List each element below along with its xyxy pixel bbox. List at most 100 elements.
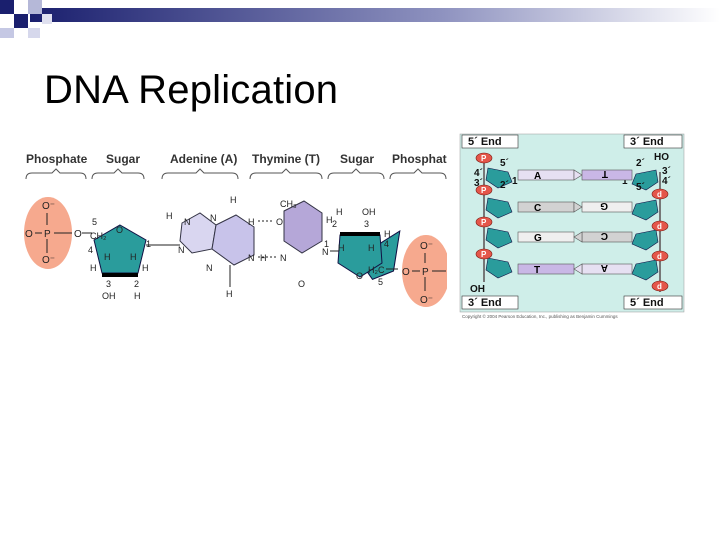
left-num-5: 5´ — [500, 158, 509, 169]
right-num-5: 5´ — [636, 182, 645, 193]
phosphate-left-o: O — [25, 229, 33, 240]
adenine-n-1: N — [184, 217, 191, 227]
sugar-right-h-c: H — [368, 243, 375, 253]
phosphate-right-p: P — [422, 267, 429, 278]
sugar-right-h-b: H — [338, 243, 345, 253]
base-pairs: A T C G G C T A — [517, 168, 633, 276]
base-pair-1: A T — [517, 168, 633, 182]
sugar-left-h2: H — [130, 252, 137, 262]
phosphate-right-top-o: O⁻ — [420, 241, 433, 252]
gradient-bar — [30, 8, 720, 22]
phosphate-right-bottom-o: O⁻ — [420, 295, 433, 306]
adenine-n-4: N — [206, 263, 213, 273]
sugar-left-h-low: H — [134, 291, 141, 301]
sugar-left-c2: 2 — [134, 279, 139, 289]
pair-1-left-base: A — [534, 171, 541, 182]
sugar-right-h2c: H₂C — [368, 265, 385, 275]
pair-1-right-base: T — [602, 168, 608, 179]
sugar-right-c5: 5 — [378, 277, 383, 287]
sugar-right-c2: 2 — [332, 219, 337, 229]
sugar-right-h-d: H — [384, 229, 391, 239]
label-5-end-bottom: 5´ End — [630, 297, 664, 309]
left-num-2: 2´ — [500, 180, 509, 191]
left-backbone: P P P P 4´ 5´ 3´ 2´ 1´ OH — [470, 152, 521, 295]
header-braces — [25, 168, 447, 180]
slide-title: DNA Replication — [44, 68, 339, 112]
phosphate-label-left: P — [481, 250, 487, 259]
strand-background — [459, 133, 685, 313]
deco-square — [0, 28, 14, 38]
sugar-left-oh: OH — [102, 291, 116, 301]
sugar-label-right: d — [657, 222, 662, 231]
sugar-right-c4: 4 — [384, 239, 389, 249]
deco-square — [28, 28, 40, 38]
pair-3-left-base: G — [534, 233, 542, 244]
pair-2-right-base: G — [600, 200, 608, 211]
base-pair-3: G C — [517, 230, 633, 244]
dna-strand-diagram: 5´ End 3´ End 3´ End 5´ End P P P P 4 — [459, 133, 685, 319]
left-num-3: 3´ — [474, 178, 483, 189]
phosphate-left-p: P — [44, 229, 51, 240]
pair-4-left-base: T — [534, 265, 540, 276]
phosphate-circle-left — [24, 197, 72, 269]
sugar-left-h3: H — [90, 263, 97, 273]
deco-square — [0, 0, 14, 14]
thymine-ch3: CH₃ — [280, 199, 297, 209]
phosphate-left-right-o: O — [74, 229, 82, 240]
thymine-h: H — [326, 215, 333, 225]
phosphate-label-left: P — [481, 218, 487, 227]
adenine-ring-6 — [211, 214, 255, 266]
adenine-n-5: N — [248, 253, 255, 263]
sugar-left-c4: 4 — [88, 245, 93, 255]
phosphate-left-bottom-o: O⁻ — [42, 255, 55, 266]
sugar-label-right: d — [657, 252, 662, 261]
phosphate-label-left: P — [481, 154, 487, 163]
top-bar-graphic — [0, 0, 720, 38]
sugar-left-h1: H — [104, 252, 111, 262]
phosphate-left-top-o: O⁻ — [42, 201, 55, 212]
right-num-4: 4´ — [662, 176, 671, 187]
label-3-end-bottom: 3´ End — [468, 297, 502, 309]
sugar-left-h4: H — [142, 263, 149, 273]
pair-3-right-base: C — [601, 230, 608, 241]
header-phosphate-left: Phosphate — [26, 152, 88, 166]
thymine-o-1: O — [276, 217, 283, 227]
sugar-right-c1: 1 — [324, 239, 329, 249]
thymine-o-2: O — [298, 279, 305, 289]
thymine-h-2: H — [260, 253, 267, 263]
thymine-n-1: N — [280, 253, 287, 263]
header-sugar-right: Sugar — [340, 152, 374, 166]
sugar-left-ch2: CH₂ — [90, 231, 107, 241]
adenine-h-2: H — [230, 195, 237, 205]
thymine-ring — [283, 200, 323, 254]
sugar-left-ring-o: O — [116, 225, 123, 235]
header-phosphate-right: Phosphate — [392, 152, 447, 166]
sugar-label-right: d — [657, 282, 662, 291]
left-num-1: 1´ — [512, 176, 521, 187]
deco-square — [28, 0, 42, 14]
sugar-left-c1: 1 — [146, 239, 151, 249]
left-num-4: 4´ — [474, 168, 483, 179]
phosphate-right-o: O — [402, 267, 410, 278]
deco-square — [42, 14, 52, 24]
label-5-end-top: 5´ End — [468, 136, 502, 148]
right-num-2: 2´ — [636, 158, 645, 169]
base-pair-4: T A — [517, 262, 633, 276]
adenine-h-1: H — [166, 211, 173, 221]
right-num-1: 1´ — [622, 176, 631, 187]
nucleotide-pair-diagram: Phosphate Sugar Adenine (A) Thymine (T) … — [24, 152, 447, 307]
base-pair-2: C G — [517, 200, 633, 214]
sugar-label-right: d — [657, 190, 662, 199]
sugar-right-oh: OH — [362, 207, 376, 217]
adenine-h-3: H — [248, 217, 255, 227]
adenine-n-2: N — [210, 213, 217, 223]
header-adenine: Adenine (A) — [170, 152, 237, 166]
header-sugar-left: Sugar — [106, 152, 140, 166]
phosphate-label-left: P — [481, 186, 487, 195]
phosphate-circle-right — [402, 235, 447, 307]
sugar-right-h-a: H — [336, 207, 343, 217]
copyright-text: Copyright © 2004 Pearson Education, Inc.… — [462, 313, 618, 319]
adenine-h-4: H — [226, 289, 233, 299]
pair-2-left-base: C — [534, 203, 541, 214]
header-thymine: Thymine (T) — [252, 152, 320, 166]
